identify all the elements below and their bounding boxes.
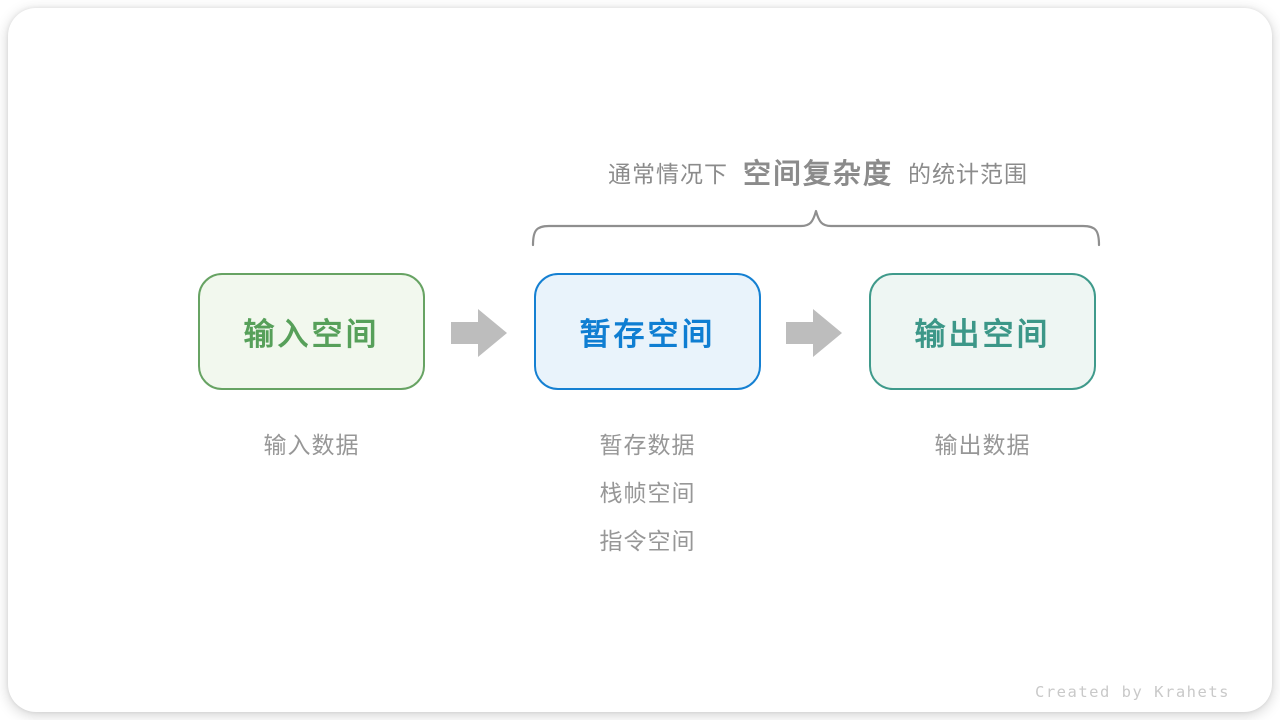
- note-line: 暂存数据: [599, 432, 696, 458]
- notes-input-space: 输入数据: [198, 421, 425, 469]
- credit-text: Created by Krahets: [1035, 683, 1230, 701]
- arrow-right-icon: [451, 309, 507, 357]
- box-input-space: 输入空间: [198, 273, 425, 390]
- note-line: 栈帧空间: [599, 480, 696, 506]
- box-output-space-label: 输出空间: [914, 317, 1051, 352]
- box-output-space: 输出空间: [869, 273, 1096, 390]
- box-input-space-label: 输入空间: [243, 317, 380, 352]
- box-temp-space-label: 暂存空间: [579, 317, 716, 352]
- brace-caption: 通常情况下 空间复杂度 的统计范围: [428, 152, 1208, 192]
- notes-output-space: 输出数据: [869, 421, 1096, 469]
- note-line: 指令空间: [599, 528, 696, 554]
- notes-temp-space: 暂存数据 栈帧空间 指令空间: [534, 421, 761, 565]
- curly-brace: [531, 209, 1101, 247]
- caption-highlight: 空间复杂度: [742, 158, 893, 189]
- note-line: 输入数据: [263, 432, 360, 458]
- arrow-right-icon: [786, 309, 842, 357]
- note-line: 输出数据: [934, 432, 1031, 458]
- caption-suffix: 的统计范围: [908, 161, 1028, 187]
- diagram-card: 通常情况下 空间复杂度 的统计范围 输入空间 暂存空间 输出空间 输入数据 暂存…: [8, 8, 1272, 712]
- curly-brace-path: [531, 209, 1101, 247]
- caption-prefix: 通常情况下: [607, 161, 728, 187]
- box-temp-space: 暂存空间: [534, 273, 761, 390]
